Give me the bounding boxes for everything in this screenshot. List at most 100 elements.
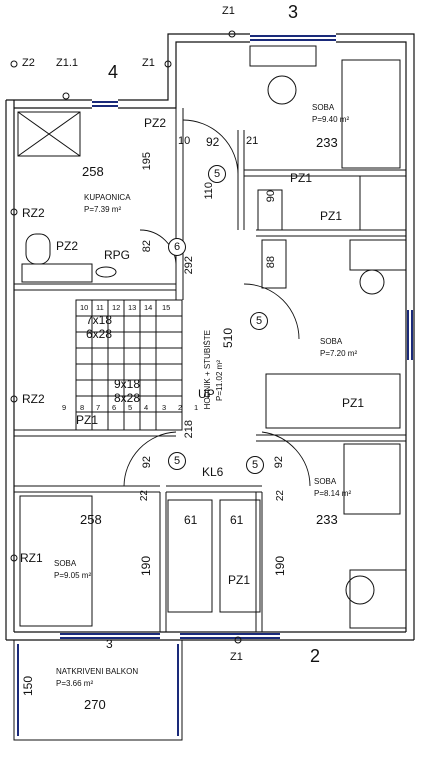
room-kupaonica-name: KUPAONICA xyxy=(84,193,131,202)
room-soba-br-name: SOBA xyxy=(314,477,337,486)
room-soba-mid-area: P=7.20 m² xyxy=(320,349,358,358)
tag-rz1: RZ1 xyxy=(20,551,43,565)
dim-292: 292 xyxy=(183,256,195,275)
outer-wall-top-left xyxy=(6,99,92,109)
dim-92-a: 92 xyxy=(206,135,220,149)
stair-num: 9 xyxy=(62,403,67,412)
outer-wall-top-mid xyxy=(118,33,250,109)
wall-hall-bottom xyxy=(166,485,262,493)
dim-233-bottom: 233 xyxy=(316,512,338,527)
tag-pz1-a: PZ1 xyxy=(290,171,313,185)
stair-num: 5 xyxy=(128,403,133,412)
room-soba-top-name: SOBA xyxy=(312,103,335,112)
dim-258-top: 258 xyxy=(82,164,104,179)
dim-61-left: 61 xyxy=(184,513,198,527)
dim-61-right: 61 xyxy=(230,513,244,527)
wall-bl-right xyxy=(159,492,167,632)
stair-formula-bot-a: 9x18 xyxy=(114,377,141,391)
tag-pz1-c: PZ1 xyxy=(342,396,365,410)
axis-z1-top: Z1 xyxy=(222,5,235,17)
dim-195: 195 xyxy=(141,152,153,171)
axis-z1-bottom: Z1 xyxy=(230,651,243,663)
stair-treads xyxy=(75,299,183,431)
wall-soba-mid-top xyxy=(256,229,406,237)
door-mark-5-right: 5 xyxy=(246,456,264,474)
dim-218: 218 xyxy=(183,420,195,439)
stair-num: 12 xyxy=(112,303,121,312)
tag-pz1-d: PZ1 xyxy=(76,413,99,427)
door-mark-6: 6 xyxy=(168,238,186,256)
dim-21: 21 xyxy=(246,135,259,147)
tag-rpg: RPG xyxy=(104,248,131,262)
section-marker-bottom-right: 2 xyxy=(309,645,320,666)
windows xyxy=(60,35,413,639)
stair-num: 4 xyxy=(144,403,149,412)
wall-soba-top-bottom xyxy=(244,169,406,177)
dim-270: 270 xyxy=(84,697,106,712)
tag-kl6: KL6 xyxy=(202,465,224,479)
tag-pz1-e: PZ1 xyxy=(228,573,251,587)
door-swings xyxy=(123,119,311,487)
dim-110: 110 xyxy=(203,182,215,200)
door-mark-5-mid: 5 xyxy=(250,312,268,330)
dim-258-bottom: 258 xyxy=(80,512,102,527)
room-balkon-area: P=3.66 m² xyxy=(56,679,94,688)
axis-z2-left: Z2 xyxy=(22,57,35,69)
stair-num: 2 xyxy=(178,403,183,412)
dim-22-right: 22 xyxy=(275,490,286,502)
axis-z1-mid: Z1 xyxy=(142,57,155,69)
tag-rz2-a: RZ2 xyxy=(22,206,45,220)
stair-formula-top-a: 7x18 xyxy=(86,313,113,327)
wall-stair-bottom xyxy=(14,429,176,437)
stair-num: 1 xyxy=(194,403,199,412)
wall-bedroom-right xyxy=(255,492,263,632)
wall-soba-mid-bottom xyxy=(256,434,406,442)
room-balkon-name: NATKRIVENI BALKON xyxy=(56,667,139,676)
dim-10: 10 xyxy=(178,135,191,147)
balcony-outline xyxy=(13,639,183,741)
room-soba-bl-name: SOBA xyxy=(54,559,77,568)
room-soba-bl-area: P=9.05 m² xyxy=(54,571,92,580)
tag-pz1-b: PZ1 xyxy=(320,209,343,223)
stair-num: 14 xyxy=(144,303,153,312)
desks-chairs xyxy=(249,45,407,629)
stair-num: 7 xyxy=(96,403,101,412)
tag-pz2-mid: PZ2 xyxy=(56,239,79,253)
dim-82: 82 xyxy=(141,240,153,253)
stair-num: 10 xyxy=(80,303,89,312)
outer-wall-top-right xyxy=(336,33,415,640)
room-kupaonica-area: P=7.39 m² xyxy=(84,205,122,214)
tag-rz2-b: RZ2 xyxy=(22,392,45,406)
dim-233-top: 233 xyxy=(316,135,338,150)
stair-num: 11 xyxy=(96,303,104,312)
dim-22-left: 22 xyxy=(139,490,150,502)
bath-fixtures xyxy=(17,111,117,283)
room-hodnik-area: P=11.02 m² xyxy=(215,360,224,401)
dim-150: 150 xyxy=(21,676,35,697)
room-soba-top-area: P=9.40 m² xyxy=(312,115,350,124)
wall-bedroom-top xyxy=(14,485,160,493)
dim-92-c: 92 xyxy=(273,456,285,469)
room-soba-mid-name: SOBA xyxy=(320,337,343,346)
section-marker-bottom-left: 3 xyxy=(106,637,113,651)
dim-190-left: 190 xyxy=(139,556,153,577)
door-mark-5-top: 5 xyxy=(208,165,226,183)
section-marker-top: 3 xyxy=(287,1,298,22)
wall-bath-bottom xyxy=(14,283,176,291)
wardrobes xyxy=(167,189,287,613)
dim-90: 90 xyxy=(265,190,277,203)
balcony-rail xyxy=(17,644,179,736)
tag-pz2-top: PZ2 xyxy=(144,116,167,130)
stair-num: 8 xyxy=(80,403,85,412)
dim-510: 510 xyxy=(221,328,235,349)
stair-num: 15 xyxy=(162,303,171,312)
stair-formula-top-b: 6x28 xyxy=(86,327,113,341)
tag-up: UP xyxy=(198,387,215,401)
dim-92-b: 92 xyxy=(141,456,153,469)
stair-num: 13 xyxy=(128,303,137,312)
dim-88: 88 xyxy=(265,256,277,269)
wall-hall-right xyxy=(237,130,245,230)
axis-z11: Z1.1 xyxy=(56,57,79,69)
section-marker-left: 4 xyxy=(107,61,118,82)
